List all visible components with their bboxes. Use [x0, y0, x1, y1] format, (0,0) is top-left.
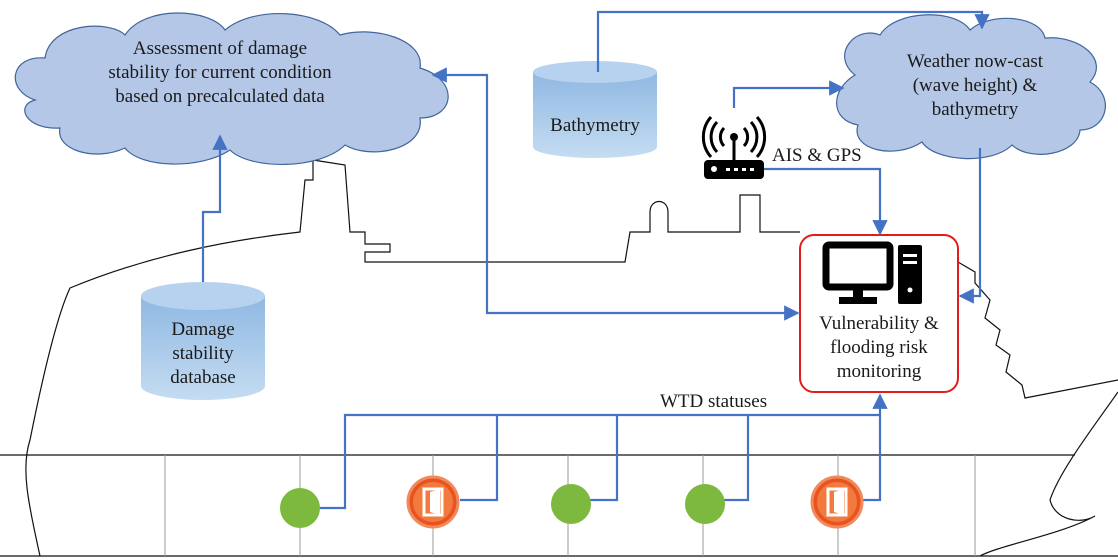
- router-to-weather-arrow: [732, 80, 845, 108]
- assessment-line-1: Assessment of damage: [132, 38, 308, 59]
- assessment-cloud-label: Assessment of damage stability for curre…: [75, 37, 365, 109]
- wtd-statuses-label: WTD statuses: [660, 391, 768, 412]
- monitoring-line-1: Vulnerability &: [819, 313, 939, 334]
- weather-cloud: [836, 14, 1106, 160]
- wtd-line-5: [856, 415, 882, 502]
- bathymetry-database: [533, 61, 657, 158]
- damage-db-line-1: Damage: [171, 319, 235, 340]
- weather-cloud-label: Weather now-cast (wave height) & bathyme…: [880, 50, 1070, 122]
- monitoring-line-2: flooding risk: [830, 337, 928, 358]
- desktop-computer-icon: [822, 241, 922, 304]
- weather-to-monitor-arrow: [958, 148, 982, 304]
- bathymetry-line-1: Bathymetry: [550, 115, 640, 136]
- wireless-router-icon: [701, 116, 767, 179]
- open-door-status-icon: [280, 488, 320, 528]
- damage-db-line-2: stability: [172, 343, 234, 364]
- database-to-assessment-arrow: [201, 134, 228, 282]
- monitoring-label: Vulnerability & flooding risk monitoring: [800, 312, 958, 384]
- assessment-line-3: based on precalculated data: [115, 86, 325, 107]
- open-door-status-icon: [551, 484, 591, 524]
- damage-database-label: Damage stability database: [141, 318, 265, 390]
- monitoring-line-3: monitoring: [836, 361, 922, 382]
- bathymetry-label: Bathymetry: [533, 114, 657, 138]
- router-to-monitor-arrow: [764, 167, 888, 236]
- weather-line-3: bathymetry: [931, 99, 1019, 120]
- weather-line-1: Weather now-cast: [906, 51, 1044, 72]
- connections: [201, 10, 990, 510]
- assessment-monitor-link: [431, 67, 800, 321]
- weather-line-2: (wave height) &: [912, 75, 1038, 96]
- wtd-line-2: [460, 415, 499, 502]
- open-door-status-icon: [685, 484, 725, 524]
- damage-stability-database: [141, 282, 265, 400]
- bathymetry-to-weather-arrow: [596, 10, 990, 72]
- assessment-line-2: stability for current condition: [108, 62, 332, 83]
- closed-door-status-icon: [810, 475, 864, 529]
- wtd-bus-line: [318, 393, 888, 510]
- damage-db-line-3: database: [170, 367, 236, 388]
- closed-door-status-icon: [406, 475, 460, 529]
- ais-gps-label: AIS & GPS: [772, 145, 862, 166]
